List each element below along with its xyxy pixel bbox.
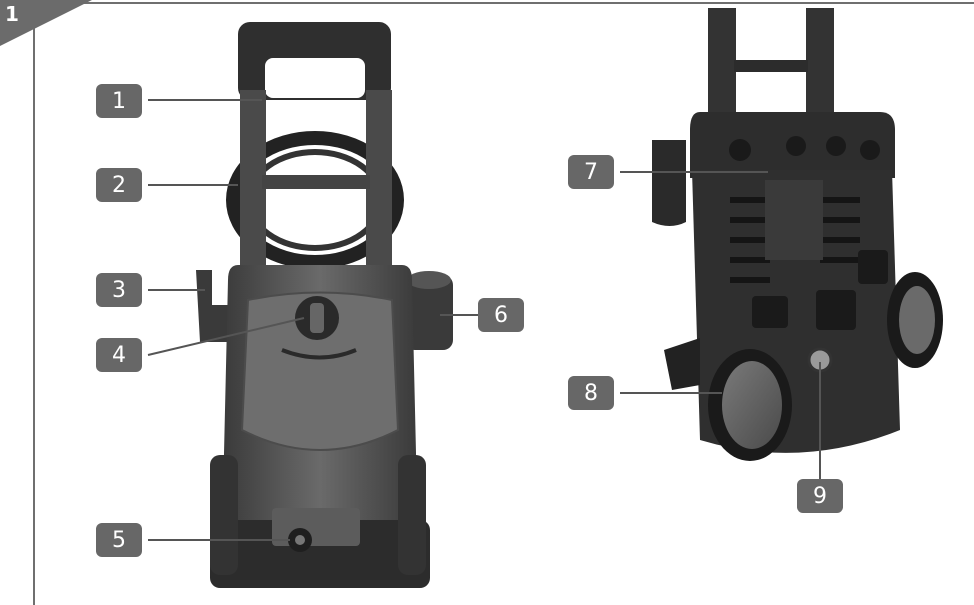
callout-2: 2 <box>96 168 142 202</box>
figure-frame-top <box>33 2 974 4</box>
handle-bar-right <box>366 90 392 280</box>
cable-hook <box>196 270 232 342</box>
rear-handle-bar-right <box>806 8 834 128</box>
callout-9: 9 <box>797 479 843 513</box>
handle-bar-left <box>240 90 266 280</box>
callout-8: 8 <box>568 376 614 410</box>
figure-frame-left <box>33 2 35 605</box>
figure-number-tab <box>0 0 92 46</box>
base <box>210 520 430 588</box>
lance-holder <box>405 275 453 350</box>
callout-3: 3 <box>96 273 142 307</box>
rear-handle-bar-left <box>708 8 736 128</box>
hose-reel <box>226 131 404 269</box>
callout-5: 5 <box>96 523 142 557</box>
wheel-right <box>398 455 426 575</box>
cooling-vents <box>730 197 860 283</box>
callout-7: 7 <box>568 155 614 189</box>
callout-6: 6 <box>478 298 524 332</box>
side-holder <box>652 140 686 226</box>
wheel-left <box>210 455 238 575</box>
rear-view <box>652 8 943 461</box>
callout-1: 1 <box>96 84 142 118</box>
front-view <box>196 22 453 588</box>
figure-number: 1 <box>5 2 19 26</box>
callout-4: 4 <box>96 338 142 372</box>
leader-lines <box>147 99 821 541</box>
leader-line-4 <box>147 317 305 356</box>
